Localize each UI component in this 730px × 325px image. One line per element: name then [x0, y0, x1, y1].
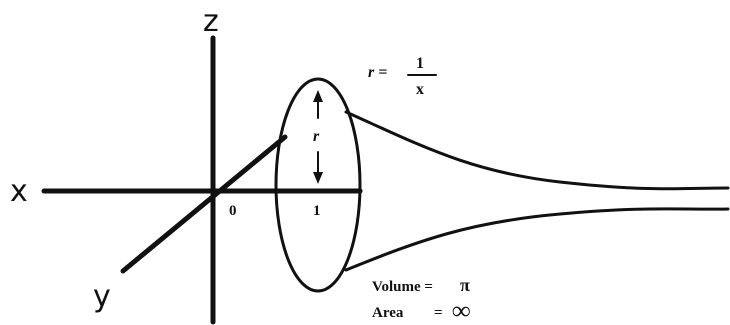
radius-arrow-down-head [313, 172, 323, 184]
area-label: Area [372, 305, 404, 321]
radius-formula-lhs: r = [368, 64, 387, 81]
horn-upper-curve [344, 110, 730, 191]
volume-label: Volume = [372, 279, 433, 295]
radius-label: r [313, 128, 320, 145]
area-value: ∞ [452, 296, 471, 325]
volume-value: π [460, 275, 470, 295]
x-axis-label: x [10, 174, 28, 209]
y-axis-label: y [93, 279, 111, 314]
one-tick-label: 1 [313, 203, 321, 219]
radius-formula-denominator: x [416, 81, 424, 98]
area-equals: = [434, 305, 443, 321]
radius-arrow-up-head [313, 90, 323, 102]
cross-section-ellipse [274, 77, 362, 293]
origin-tick-label: 0 [229, 203, 237, 219]
z-axis-label: z [203, 4, 219, 39]
horn-lower-curve [344, 207, 730, 272]
y-axis [120, 134, 288, 274]
radius-formula-numerator: 1 [416, 55, 424, 72]
